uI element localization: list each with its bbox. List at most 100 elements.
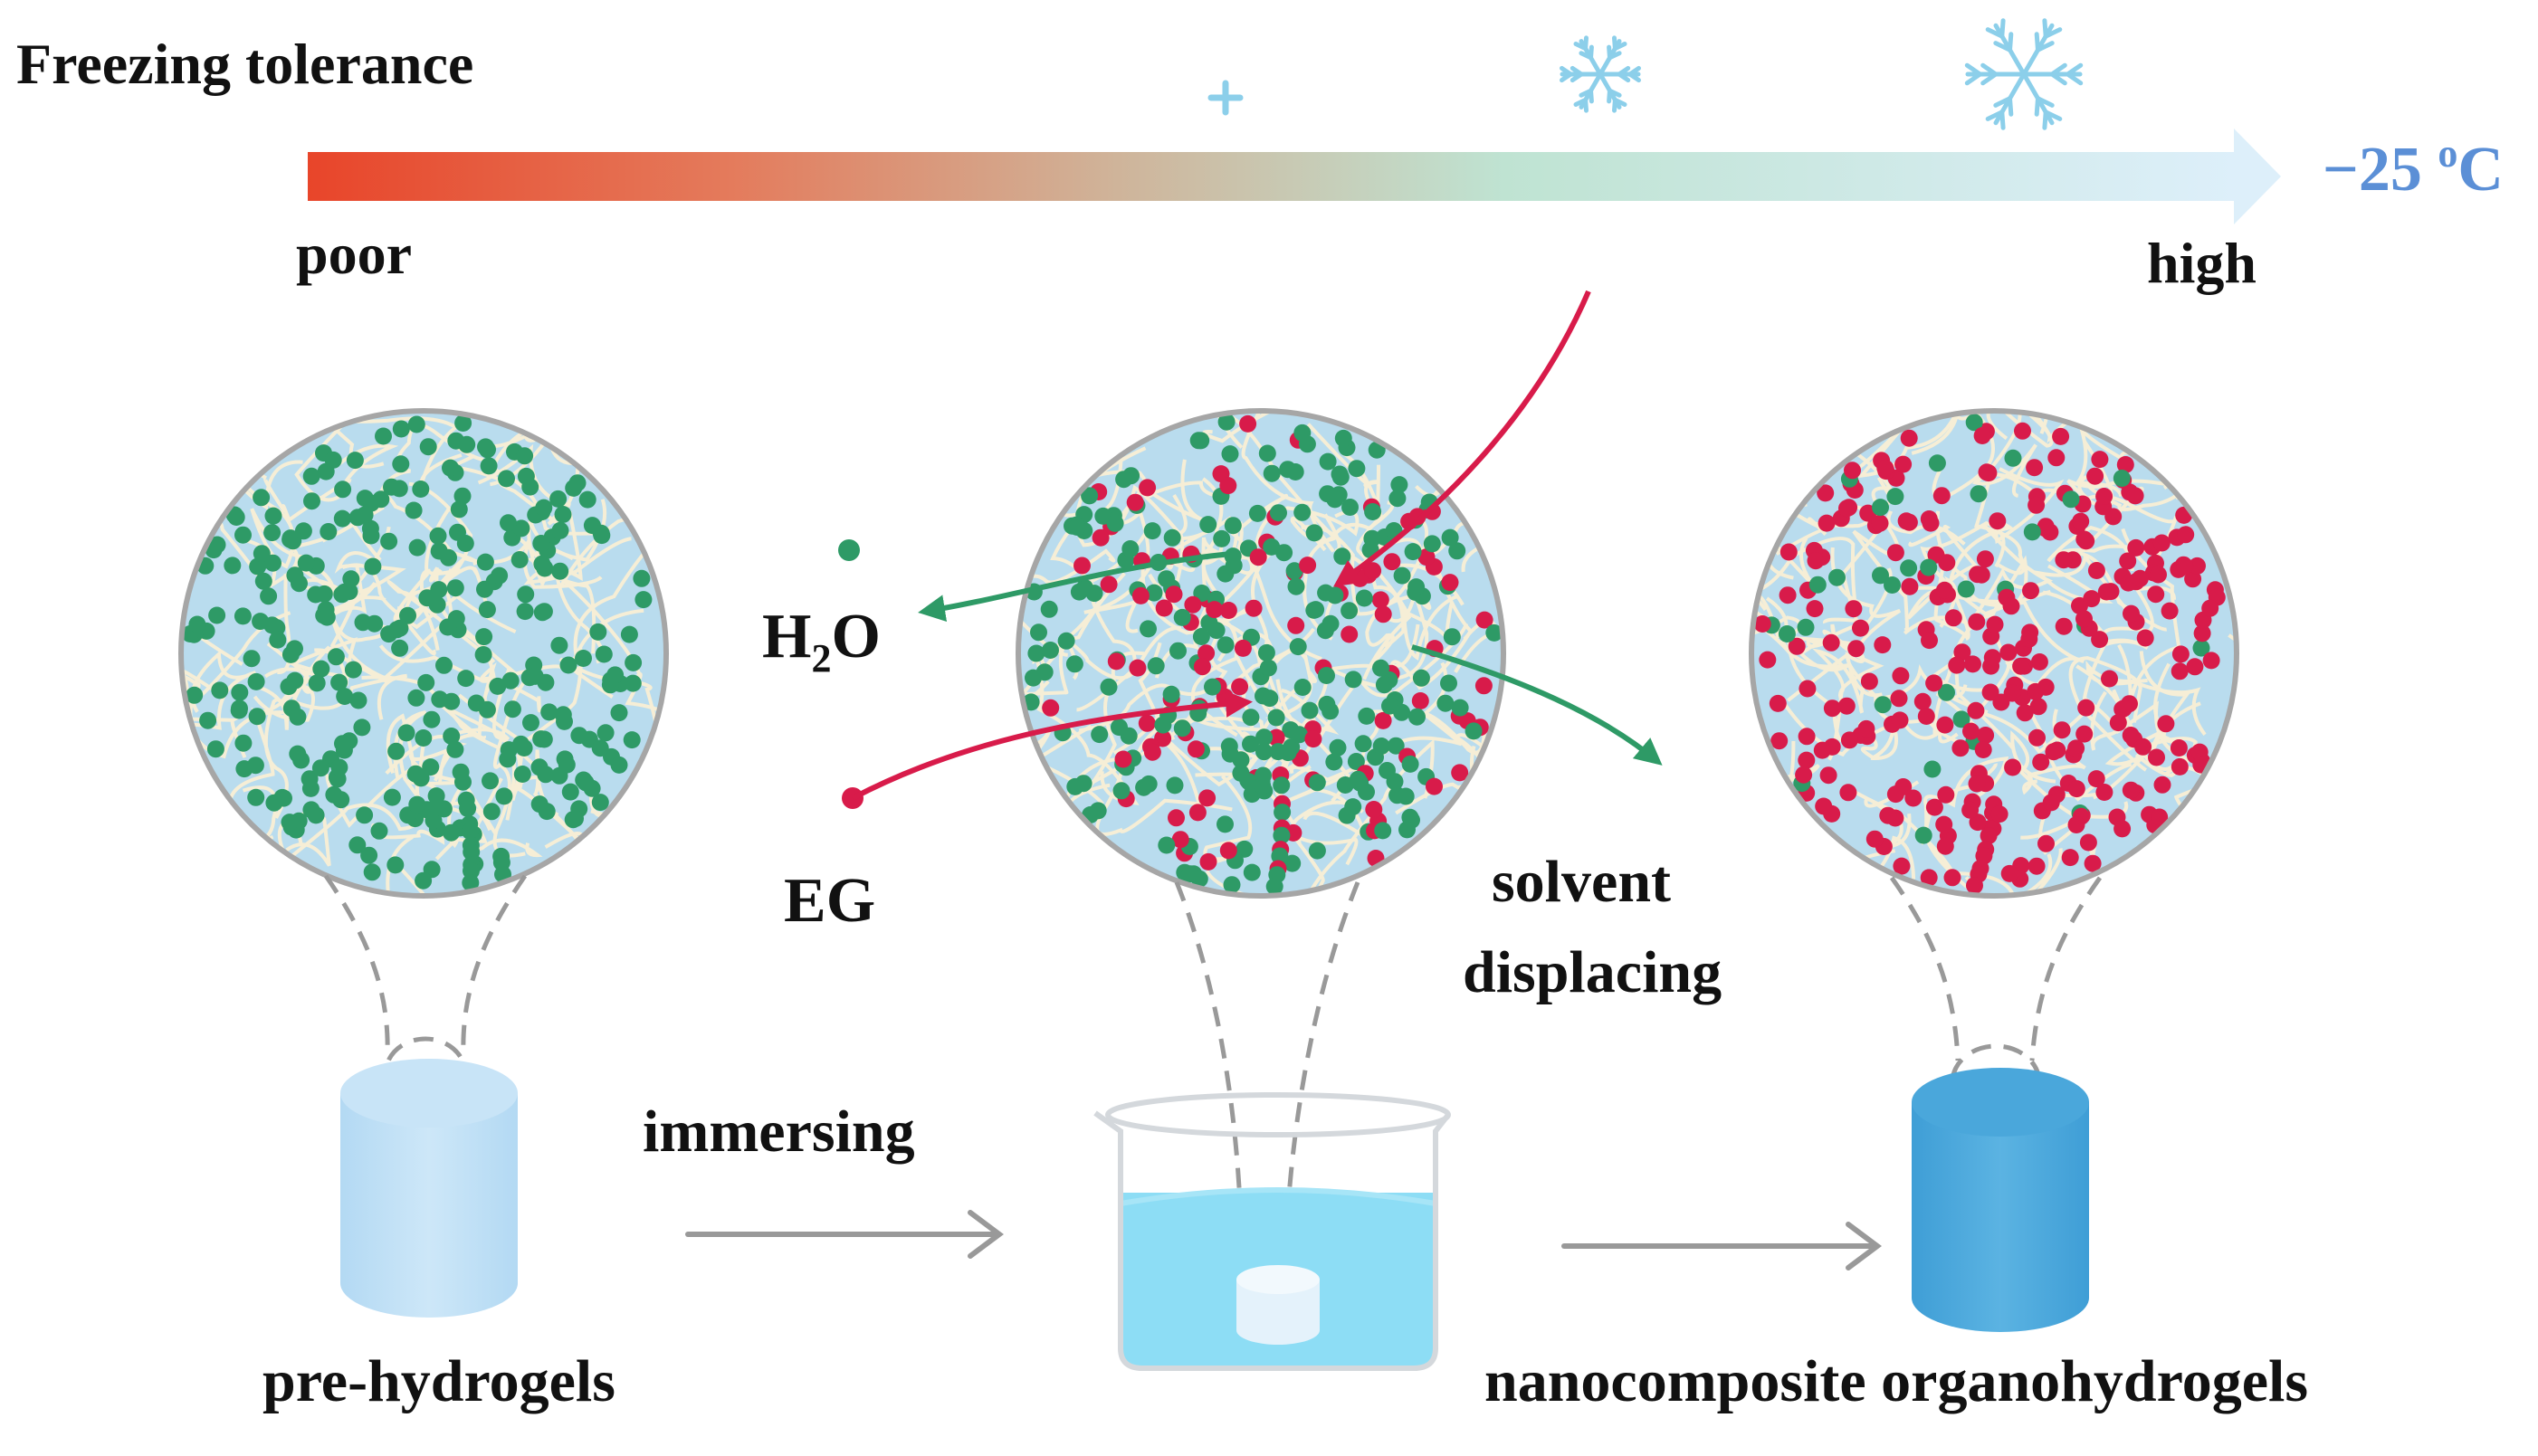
water-molecule-dot <box>558 756 576 774</box>
eg-molecule-dot <box>2170 739 2188 757</box>
polymer-fiber <box>1974 411 2026 576</box>
water-molecule-dot <box>348 836 367 854</box>
water-molecule-dot <box>286 671 304 690</box>
eg-molecule-dot <box>2016 704 2034 722</box>
eg-molecule-dot <box>1935 815 1953 833</box>
eg-molecule-dot <box>1100 576 1118 594</box>
eg-molecule-dot <box>1769 694 1787 712</box>
polymer-fiber <box>1906 524 1979 620</box>
eg-molecule-dot <box>1977 727 1995 744</box>
water-molecule-dot <box>478 700 496 718</box>
water-molecule-dot <box>477 438 494 456</box>
water-molecule-dot <box>536 559 554 577</box>
water-molecule-dot <box>1372 659 1389 677</box>
water-molecule-dot <box>1326 490 1344 509</box>
polymer-fiber <box>181 627 243 720</box>
water-molecule-dot <box>491 566 509 585</box>
water-molecule-dot <box>330 758 348 776</box>
water-molecule-dot <box>1254 776 1272 795</box>
water-molecule-dot <box>624 674 642 692</box>
polymer-fiber <box>2014 848 2069 896</box>
water-out-arrow <box>918 551 1232 623</box>
water-molecule-dot <box>1408 708 1426 726</box>
eg-molecule-dot <box>1964 655 1981 673</box>
water-molecule-dot <box>499 750 517 768</box>
polymer-fiber <box>277 803 430 863</box>
eg-molecule-dot <box>1187 740 1205 758</box>
water-molecule-dot <box>1213 529 1231 547</box>
polymer-fiber <box>1365 594 1432 667</box>
polymer-fiber <box>272 835 414 896</box>
pre-hydrogel-network-circle <box>178 408 669 899</box>
eg-molecule-dot <box>2109 714 2127 732</box>
water-molecule-dot <box>418 589 436 607</box>
water-molecule-dot <box>1308 774 1326 792</box>
eg-molecule-dot <box>1383 553 1401 571</box>
polymer-fiber <box>1864 780 1920 849</box>
eg-molecule-dot <box>2119 552 2137 570</box>
eg-molecule-dot <box>1759 651 1777 669</box>
water-molecule-dot <box>515 739 533 757</box>
water-molecule-dot <box>2062 490 2080 509</box>
eg-molecule-dot <box>1193 658 1211 676</box>
water-molecule-dot <box>1270 504 1287 522</box>
water-molecule-dot <box>489 677 507 695</box>
water-molecule-dot <box>415 871 433 890</box>
snowflake-small-icon <box>1207 80 1244 116</box>
water-molecule-dot <box>423 710 441 728</box>
water-molecule-dot <box>1240 773 1258 791</box>
eg-molecule-dot <box>1138 714 1156 732</box>
eg-molecule-dot <box>1798 728 1816 746</box>
eg-molecule-dot <box>1819 766 1837 785</box>
water-molecule-dot <box>243 650 261 668</box>
water-molecule-dot <box>1348 460 1366 478</box>
polymer-fiber <box>2093 662 2171 800</box>
eg-molecule-dot <box>2075 725 2094 743</box>
water-molecule-dot <box>1273 776 1291 795</box>
eg-molecule-dot <box>2177 526 2195 544</box>
eg-molecule-dot <box>2048 741 2066 759</box>
water-molecule-dot <box>342 570 360 588</box>
eg-molecule-dot <box>1978 463 1996 481</box>
water-molecule-dot <box>510 551 529 568</box>
water-molecule-dot <box>1797 618 1815 636</box>
water-molecule-dot <box>577 774 595 792</box>
polymer-fiber <box>2162 411 2237 490</box>
eg-molecule-dot <box>1341 625 1359 643</box>
water-molecule-dot <box>1057 632 1075 650</box>
water-molecule-dot <box>1485 623 1503 642</box>
water-molecule-dot <box>551 562 569 580</box>
polymer-fiber <box>1920 756 2009 845</box>
eg-molecule-dot <box>1219 477 1237 495</box>
water-molecule-dot <box>551 521 569 539</box>
water-molecule-dot <box>301 770 319 788</box>
eg-molecule-dot <box>1935 581 1953 599</box>
polymer-fiber <box>1947 467 2065 594</box>
water-molecule-dot <box>1293 503 1312 521</box>
water-molecule-dot <box>1778 625 1796 642</box>
temperature-label: −25 oC <box>2323 131 2504 205</box>
polymer-fiber <box>181 515 269 595</box>
eg-molecule-dot <box>1365 801 1383 818</box>
water-molecule-dot <box>1375 676 1393 694</box>
water-molecule-dot <box>1192 628 1210 645</box>
water-molecule-dot <box>208 606 226 624</box>
eg-molecule-dot <box>1968 775 1986 793</box>
water-molecule-dot <box>442 459 459 477</box>
eg-molecule-dot <box>1917 708 1935 725</box>
water-molecule-dot <box>521 478 539 496</box>
water-molecule-dot <box>1271 847 1289 865</box>
water-molecule-dot <box>1386 773 1404 791</box>
water-molecule-dot <box>334 481 352 499</box>
water-molecule-dot <box>446 579 464 597</box>
water-molecule-dot <box>383 788 401 806</box>
eg-molecule-dot <box>2157 715 2175 733</box>
eg-molecule-dot <box>2067 780 2085 798</box>
water-molecule-dot <box>1451 699 1469 717</box>
water-molecule-dot <box>578 490 596 509</box>
eg-molecule-dot <box>1795 766 1813 784</box>
eg-molecule-dot <box>2131 569 2149 587</box>
water-molecule-dot <box>390 480 408 498</box>
eg-molecule-dot <box>1143 743 1161 761</box>
eg-molecule-dot <box>2134 738 2152 756</box>
